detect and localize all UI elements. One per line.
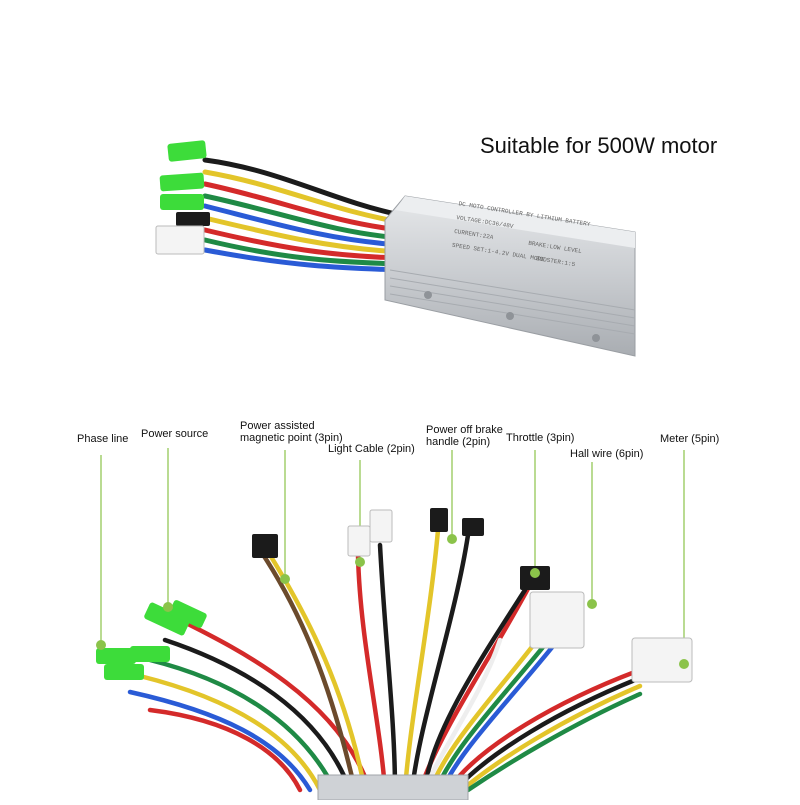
callout-light-cable: Light Cable (2pin)	[328, 443, 415, 455]
callout-hall-wire: Hall wire (6pin)	[570, 448, 643, 460]
controller-unit: DC MOTO CONTROLLER BY LITHIUM BATTERY VO…	[155, 140, 636, 357]
controller-housing-bottom	[317, 774, 469, 801]
callout-line: Power source	[141, 428, 209, 440]
light-connector	[347, 509, 393, 557]
callout-line: Hall wire (6pin)	[570, 448, 644, 460]
callout-line: Power off brake	[426, 424, 503, 436]
meter-connector	[631, 637, 693, 683]
callout-leader-lines	[100, 448, 685, 663]
top-green-connectors	[155, 140, 210, 255]
callout-line: Meter (5pin)	[660, 433, 720, 445]
callout-line: Phase line	[77, 433, 129, 445]
callout-line: magnetic point (3pin)	[240, 432, 343, 444]
callout-line: Power assisted	[240, 420, 315, 432]
callout-throttle: Throttle (3pin)	[506, 432, 574, 444]
top-wire-bundle	[202, 157, 403, 273]
wiring-diagram	[96, 448, 693, 801]
callout-phase-line: Phase line	[77, 433, 128, 445]
brake-connectors	[430, 508, 484, 536]
wire-bundle	[127, 527, 643, 793]
assist-connector	[252, 534, 278, 558]
callout-meter: Meter (5pin)	[660, 433, 719, 445]
callout-line: Throttle (3pin)	[506, 432, 575, 444]
callout-line: handle (2pin)	[426, 436, 491, 448]
callout-line: Light Cable (2pin)	[328, 443, 415, 455]
callout-power-assisted: Power assisted magnetic point (3pin)	[240, 420, 343, 444]
callout-dots	[96, 534, 689, 669]
power-source-connectors	[144, 600, 207, 636]
headline: Suitable for 500W motor	[480, 133, 718, 158]
controller-housing: DC MOTO CONTROLLER BY LITHIUM BATTERY VO…	[384, 195, 636, 357]
callout-power-source: Power source	[141, 428, 208, 440]
hall-connector	[529, 591, 585, 649]
callout-brake-handle: Power off brake handle (2pin)	[426, 424, 503, 448]
phase-line-connectors	[96, 646, 170, 680]
